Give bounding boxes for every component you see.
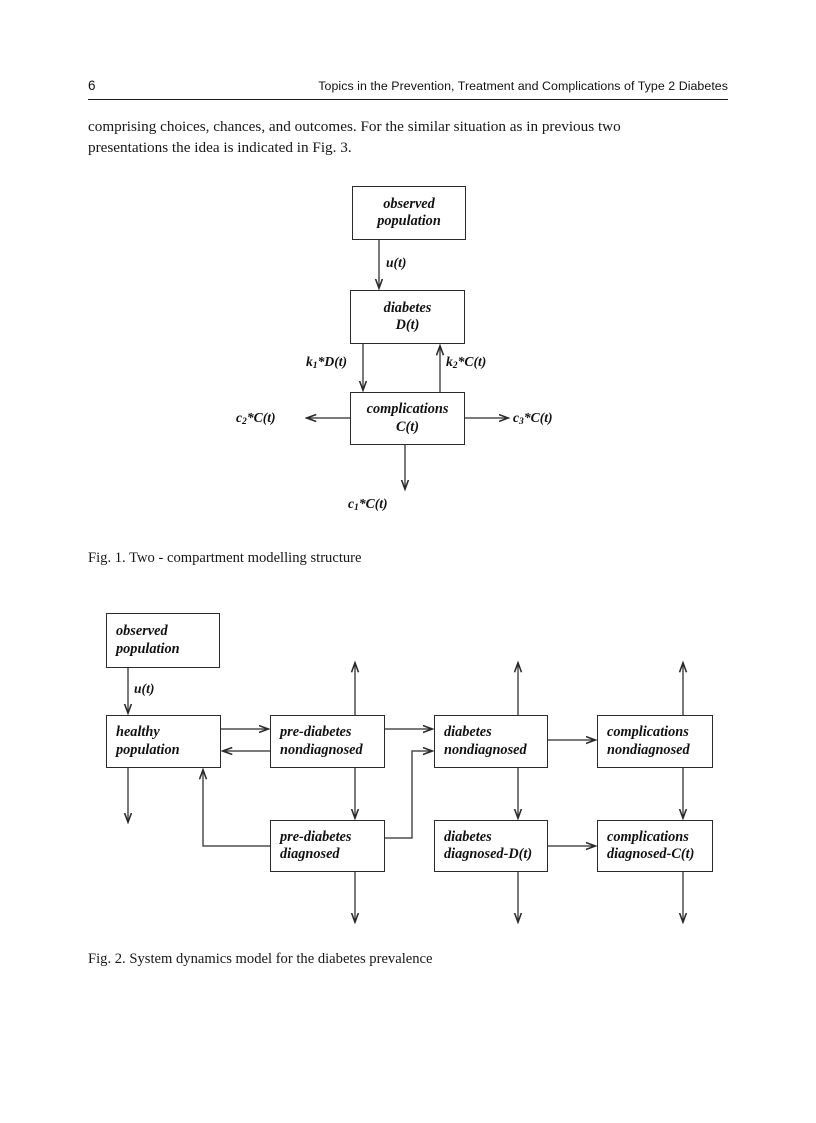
figure1-node-diabetes: diabetes D(t)	[350, 290, 465, 344]
figure2-node-complications-diagnosed: complications diagnosed-C(t)	[597, 820, 713, 872]
figure-2-connectors	[0, 0, 816, 940]
paragraph-line-2: presentations the idea is indicated in F…	[88, 139, 352, 156]
figure1-node-observed-population: observed population	[352, 186, 466, 240]
figure2-node-pre-diabetes-nondiagnosed: pre-diabetes nondiagnosed	[270, 715, 385, 768]
figure1-edge-label-k2: k2*C(t)	[446, 354, 487, 372]
node-line-1: complications	[607, 828, 689, 845]
node-line-1: complications	[366, 401, 449, 417]
figure2-node-diabetes-nondiagnosed: diabetes nondiagnosed	[434, 715, 548, 768]
figure2-node-observed-population: observed population	[106, 613, 220, 668]
figure1-edge-label-c2: c2*C(t)	[236, 410, 276, 428]
node-line-1: observed	[383, 195, 435, 212]
figure-1-caption: Fig. 1. Two - compartment modelling stru…	[88, 550, 362, 566]
node-line-1: diabetes	[444, 724, 492, 740]
node-line-2: population	[377, 213, 441, 229]
node-line-1: observed	[116, 623, 168, 639]
node-line-2: nondiagnosed	[280, 741, 363, 758]
node-line-1: pre-diabetes	[280, 828, 352, 845]
body-paragraph: comprising choices, chances, and outcome…	[88, 116, 728, 158]
header-rule	[88, 99, 728, 100]
node-line-2: population	[116, 640, 180, 657]
figure2-node-pre-diabetes-diagnosed: pre-diabetes diagnosed	[270, 820, 385, 872]
node-line-2: C(t)	[395, 418, 420, 435]
page-header: 6 Topics in the Prevention, Treatment an…	[88, 78, 728, 100]
figure-2-caption: Fig. 2. System dynamics model for the di…	[88, 951, 433, 967]
node-line-2: D(t)	[395, 317, 420, 333]
node-line-1: pre-diabetes	[280, 724, 352, 740]
figure-2-diagram: observed population healthy population p…	[0, 0, 816, 940]
page-number: 6	[88, 78, 96, 93]
figure2-edge-label-u-of-t: u(t)	[134, 681, 155, 696]
node-line-2: nondiagnosed	[607, 741, 690, 758]
figure1-edge-label-c3: c3*C(t)	[513, 410, 553, 428]
figure1-edge-label-c1: c1*C(t)	[348, 496, 388, 514]
node-line-2: population	[116, 741, 180, 758]
figure-1-diagram: observed population diabetes D(t) compli…	[0, 0, 816, 540]
running-title: Topics in the Prevention, Treatment and …	[318, 79, 728, 93]
node-line-2: nondiagnosed	[444, 741, 527, 758]
figure2-node-complications-nondiagnosed: complications nondiagnosed	[597, 715, 713, 768]
figure-1-connectors	[0, 240, 816, 540]
figure2-node-healthy-population: healthy population	[106, 715, 221, 768]
figure1-edge-label-k1: k1*D(t)	[306, 354, 348, 372]
figure1-edge-label-u-of-t: u(t)	[386, 255, 407, 270]
node-line-2: diagnosed	[280, 846, 340, 862]
node-line-1: complications	[607, 724, 689, 740]
node-line-1: diabetes	[383, 299, 432, 316]
paragraph-line-1: comprising choices, chances, and outcome…	[88, 118, 621, 135]
node-line-1: healthy	[116, 724, 160, 740]
figure2-node-diabetes-diagnosed: diabetes diagnosed-D(t)	[434, 820, 548, 872]
node-line-2: diagnosed-D(t)	[444, 846, 533, 862]
node-line-1: diabetes	[444, 828, 492, 845]
figure1-node-complications: complications C(t)	[350, 392, 465, 445]
node-line-2: diagnosed-C(t)	[607, 846, 695, 862]
